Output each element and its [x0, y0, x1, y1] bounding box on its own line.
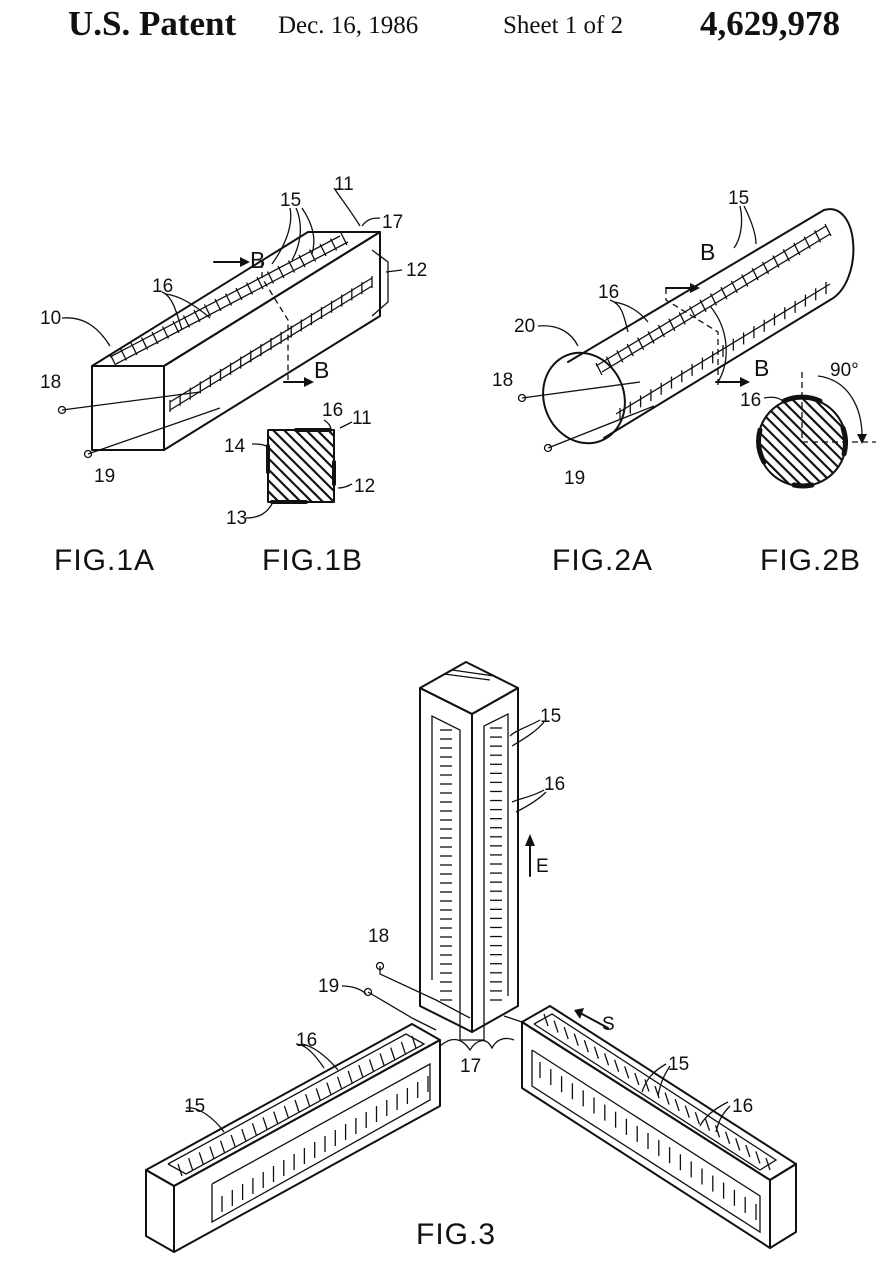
fig3-label-19: 19: [318, 976, 339, 997]
fig1a-side-face: [163, 231, 381, 451]
fig2b-label-16: 16: [740, 390, 761, 411]
fig3-label-s: S: [602, 1014, 615, 1035]
fig1a-lead-18: [61, 391, 201, 411]
fig2a-electrode-strips: [595, 223, 832, 420]
fig1a-caption: FIG.1A: [54, 544, 155, 577]
fig2a-label-19: 19: [564, 468, 585, 489]
fig1a-section-label-b1: B: [250, 247, 265, 273]
fig1a-section-label-b2: B: [314, 357, 329, 383]
fig1b-label-12: 12: [354, 476, 375, 497]
fig3-vertical-bar-right-face: [471, 687, 519, 1033]
fig2a-section-line: [665, 288, 719, 386]
fig1a-front-face: [91, 365, 165, 451]
fig3-drawing: 15 16 E S 18 19 17 16 15 15 16: [145, 661, 797, 1253]
fig3-label-17: 17: [460, 1056, 481, 1077]
fig3-label-15-top: 15: [540, 706, 561, 727]
fig3-label-16-right: 16: [732, 1096, 753, 1117]
fig2a-cylinder-far-end: [823, 208, 855, 301]
fig3-label-18: 18: [368, 926, 389, 947]
patent-number: 4,629,978: [700, 4, 840, 43]
fig3-label-16-left: 16: [296, 1030, 317, 1051]
fig2a-lead-18: [521, 381, 641, 399]
fig2a-drawing: 20 15 16 18 19 B B: [492, 188, 855, 489]
patent-date: Dec. 16, 1986: [278, 12, 419, 39]
fig3-left-bar-front: [173, 1039, 441, 1253]
fig1a-drawing: 10 11 12 15 16 17 18 19 B B: [40, 174, 427, 487]
fig2b-label-angle: 90°: [830, 360, 859, 381]
fig2a-label-20: 20: [514, 316, 535, 337]
fig1b-drawing: 16 11 12 13 14: [224, 400, 375, 529]
patent-title: U.S. Patent: [68, 4, 237, 43]
fig3-right-bar-end: [769, 1163, 797, 1249]
fig1a-label-10: 10: [40, 308, 61, 329]
fig3-vertical-bar-top: [419, 661, 519, 715]
fig3-label-16-top: 16: [544, 774, 565, 795]
fig3-label-15-left: 15: [184, 1096, 205, 1117]
fig3-lead-19: [367, 991, 437, 1031]
fig1b-label-14: 14: [224, 436, 246, 457]
fig1a-label-15: 15: [280, 190, 301, 211]
fig3-label-15-right: 15: [668, 1054, 689, 1075]
fig2a-terminal-18: [517, 393, 527, 403]
fig2a-label-15: 15: [728, 188, 749, 209]
fig1a-label-12: 12: [406, 260, 427, 281]
fig1b-label-11: 11: [352, 408, 372, 429]
fig1a-label-16: 16: [152, 276, 173, 297]
fig3-left-bar-end: [145, 1169, 175, 1253]
fig2a-section-label-b2: B: [754, 355, 769, 381]
fig3-right-strips: [539, 1013, 771, 1220]
fig3-left-strips: [177, 1035, 429, 1212]
fig1a-terminal-18: [57, 405, 67, 415]
fig1a-label-18: 18: [40, 372, 61, 393]
fig2b-caption: FIG.2B: [760, 544, 861, 577]
fig1a-label-19: 19: [94, 466, 115, 487]
fig3-connector: [439, 1037, 515, 1052]
patent-sheet: Sheet 1 of 2: [503, 12, 624, 39]
fig1b-label-13: 13: [226, 508, 247, 529]
fig2a-terminal-19: [543, 443, 553, 453]
fig1a-section-line: [261, 262, 289, 380]
fig1a-electrode-strips: [109, 232, 373, 412]
fig3-lead-18: [379, 966, 437, 1001]
fig2a-cylinder-bottom-edge: [603, 299, 831, 439]
fig2a-caption: FIG.2A: [552, 544, 653, 577]
fig3-label-e: E: [536, 856, 549, 877]
fig1b-caption: FIG.1B: [262, 544, 363, 577]
fig1a-label-11: 11: [334, 174, 354, 195]
fig3-vertical-strips: [440, 727, 502, 1001]
fig3-caption: FIG.3: [416, 1218, 496, 1251]
fig3-terminal-18: [375, 961, 385, 971]
fig2a-cylinder-end: [542, 351, 626, 445]
fig2a-label-18: 18: [492, 370, 513, 391]
fig2a-label-16: 16: [598, 282, 619, 303]
fig1a-terminal-19: [83, 449, 93, 459]
fig1a-lead-19: [87, 407, 221, 455]
fig2a-section-label-b1: B: [700, 239, 715, 265]
fig1a-label-17: 17: [382, 212, 403, 233]
fig1b-label-16: 16: [322, 400, 343, 421]
fig2a-lead-19: [547, 405, 655, 449]
